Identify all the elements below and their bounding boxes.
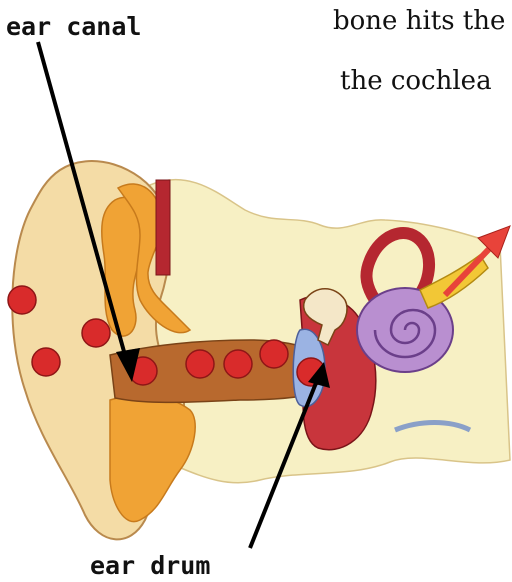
lower-cartilage [110, 395, 195, 522]
sound-ball-icon [8, 286, 36, 314]
sound-ball-icon [186, 350, 214, 378]
ear-drum-label: ear drum [90, 551, 210, 580]
text-line-2: the cochlea [340, 66, 492, 96]
sound-ball-icon [224, 350, 252, 378]
text-line-1: bone hits the [333, 6, 505, 36]
sound-ball-icon [82, 319, 110, 347]
sound-ball-icon [260, 340, 288, 368]
sound-ball-icon [32, 348, 60, 376]
muscle-strip [156, 180, 170, 275]
ear-canal-label: ear canal [6, 12, 141, 41]
